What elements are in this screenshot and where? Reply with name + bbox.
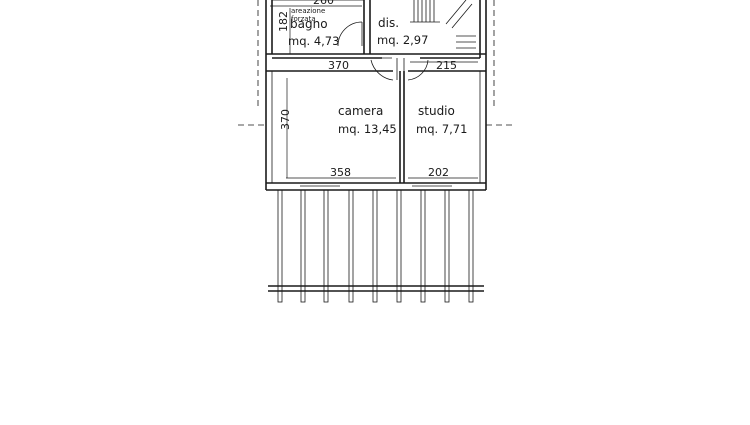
room-name-dis: dis. [378,16,399,30]
room-name-studio: studio [418,104,455,118]
room-name-camera: camera [338,104,383,118]
dim-camera-width-top: 370 [328,59,349,72]
dim-bagno-height: 182 [277,11,290,32]
room-area-dis: mq. 2,97 [377,33,428,47]
dimension-lines [270,5,478,179]
dim-camera-height: 370 [279,109,292,130]
dim-studio-width-top: 215 [436,59,457,72]
bagno-note-line1: areazione [291,7,325,15]
room-name-bagno: bagno [290,17,328,31]
dashed-lines [238,0,514,126]
dim-camera-width-bottom: 358 [330,166,351,179]
dim-top-partial: 260 [313,0,334,7]
room-area-studio: mq. 7,71 [416,122,467,136]
doors [337,21,429,81]
stair [410,0,476,49]
room-area-bagno: mq. 4,73 [288,34,339,48]
dim-studio-width-bottom: 202 [428,166,449,179]
room-area-camera: mq. 13,45 [338,122,397,136]
pergola [268,189,484,303]
bagno-note-line2: forzata [291,15,316,23]
